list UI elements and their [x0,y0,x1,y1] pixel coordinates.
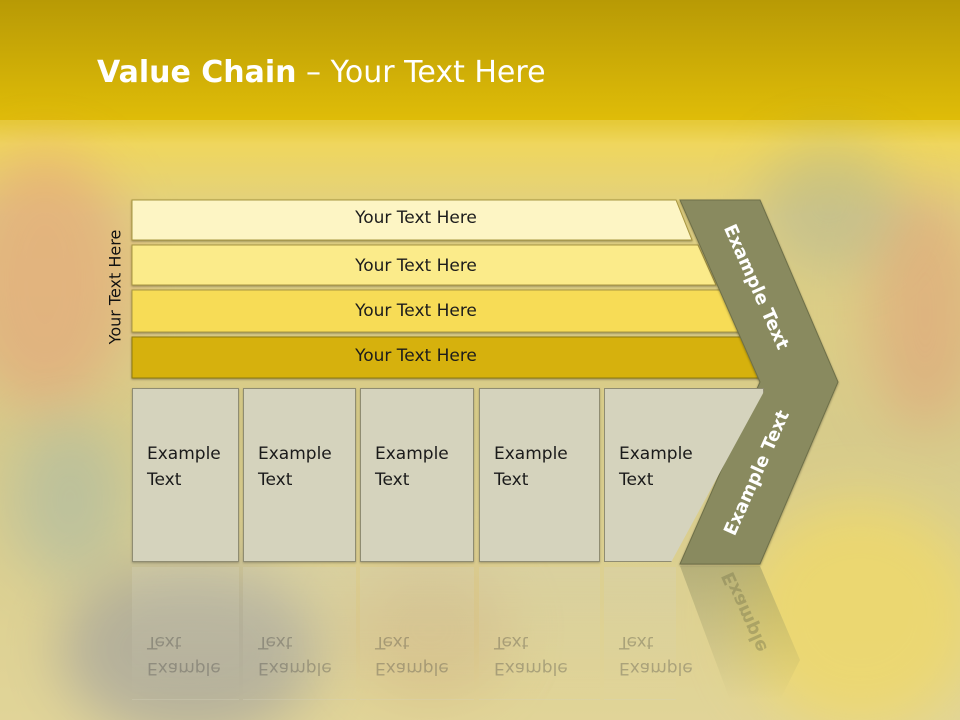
title-rest: – Your Text Here [296,55,546,90]
column-text-3a: Example [375,444,449,464]
row-text-4: Your Text Here [355,346,477,366]
column-reflection-text-2a: Example [258,658,332,678]
row-text-2: Your Text Here [355,256,477,276]
row-text-3: Your Text Here [355,301,477,321]
column-text-1b: Text [147,470,182,490]
column-reflection-text-5a: Example [619,658,693,678]
column-text-3b: Text [375,470,410,490]
column-text-2b: Text [258,470,293,490]
column-reflection-1: Example Text [132,566,239,700]
column-reflection-text-1a: Example [147,658,221,678]
column-reflection-text-1b: Text [147,632,182,652]
page-title: Value Chain – Your Text Here [97,55,546,90]
column-reflection-text-4b: Text [494,632,529,652]
column-text-4a: Example [494,444,568,464]
column-text-5b: Text [619,470,654,490]
column-reflection-text-3b: Text [375,632,410,652]
column-reflection-5: Example Text [604,566,693,700]
column-text-5a: Example [619,444,693,464]
column-reflection-text-2b: Text [258,632,293,652]
column-text-4b: Text [494,470,529,490]
row-text-1: Your Text Here [355,208,477,228]
column-text-2a: Example [258,444,332,464]
title-bold: Value Chain [97,55,297,90]
column-reflection-text-4a: Example [494,658,568,678]
column-text-1a: Example [147,444,221,464]
column-reflection-3: Example Text [360,566,474,700]
side-label: Your Text Here [105,229,125,345]
column-reflection-2: Example Text [243,566,356,700]
column-reflection-text-3a: Example [375,658,449,678]
column-reflection-4: Example Text [479,566,600,700]
column-reflection-text-5b: Text [619,632,654,652]
